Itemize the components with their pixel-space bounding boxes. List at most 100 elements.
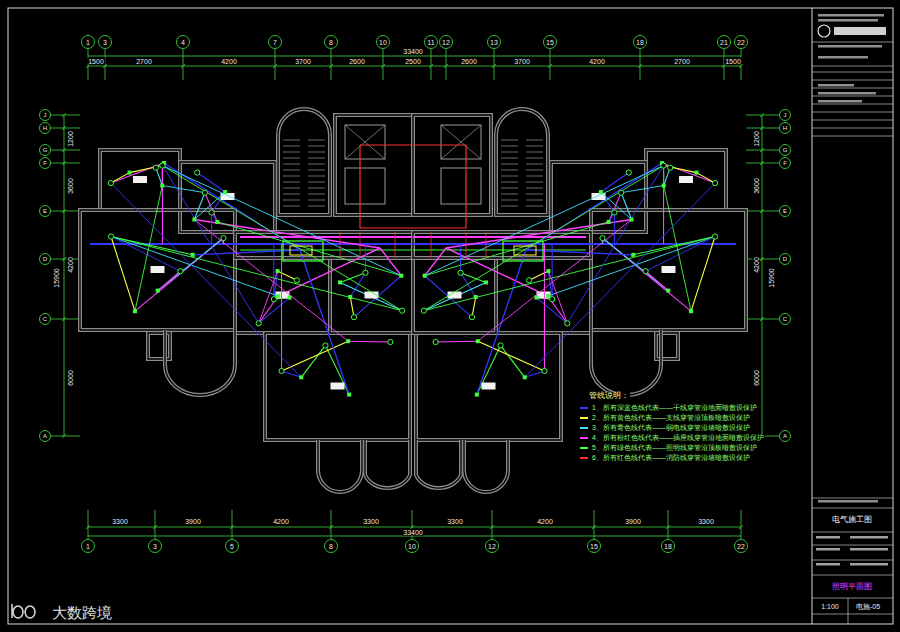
wiring — [90, 145, 413, 397]
axis-bubble — [780, 431, 791, 442]
wire-run — [194, 193, 204, 220]
socket-symbol — [215, 220, 219, 224]
dimension-text: 4200 — [753, 256, 760, 274]
wall-core — [100, 150, 180, 210]
legend-swatch — [580, 437, 588, 439]
dimension-tick — [760, 209, 764, 213]
wire-run — [217, 222, 401, 276]
socket-symbol — [223, 190, 227, 194]
dimension-tick — [181, 64, 185, 68]
axis-number: 18 — [663, 543, 673, 550]
wall-core — [365, 440, 410, 488]
socket-symbol — [191, 253, 195, 257]
grid-line — [550, 49, 551, 80]
overall-dimension: 15900 — [53, 267, 60, 288]
axis-bubble — [634, 36, 647, 49]
wire-run — [240, 249, 413, 250]
axis-number: 1 — [85, 543, 91, 550]
plan-half — [80, 109, 413, 492]
title-block-rule — [848, 598, 849, 624]
socket-symbol — [128, 171, 132, 175]
axis-bubble — [149, 540, 162, 553]
socket-symbol — [346, 339, 350, 343]
title-block-rule — [812, 575, 893, 576]
axis-bubble — [488, 36, 501, 49]
wire-run — [325, 345, 349, 394]
axis-bubble — [780, 254, 791, 265]
wire-run — [301, 345, 325, 377]
grid-line — [51, 150, 80, 151]
dimension-tick — [760, 113, 764, 117]
dimension-text: 4200 — [536, 518, 554, 525]
grid-line — [51, 436, 80, 437]
wire-run — [162, 166, 163, 244]
dimension-tick — [548, 64, 552, 68]
socket-symbol — [347, 393, 351, 397]
title-block-rule — [812, 88, 893, 89]
scale-text: 1:100 — [820, 603, 840, 610]
dimension-tick — [760, 257, 764, 261]
logo-plate — [834, 27, 886, 35]
axis-letter: G — [42, 147, 49, 153]
axis-letter: E — [42, 208, 48, 214]
dimension-text: 6000 — [753, 369, 760, 387]
wire-run — [340, 282, 402, 310]
grid-line — [494, 49, 495, 80]
grid-line — [446, 49, 447, 80]
room-tag — [133, 176, 147, 183]
dimension-tick — [760, 161, 764, 165]
dimension-text: 2600 — [460, 58, 478, 65]
dimension-text: 2500 — [404, 58, 422, 65]
wire-run — [193, 250, 300, 255]
blurred-text-bar — [818, 56, 868, 59]
dimension-text: 3900 — [184, 518, 202, 525]
dimension-line — [88, 56, 741, 57]
title-block-rule — [812, 136, 893, 137]
dimension-tick — [381, 64, 385, 68]
dimension-tick — [62, 209, 66, 213]
grid-line — [741, 49, 742, 80]
dimension-tick — [62, 148, 66, 152]
axis-number: 12 — [441, 39, 451, 46]
distribution-panel-core — [290, 246, 312, 255]
axis-bubble — [662, 540, 675, 553]
dimension-line — [88, 527, 741, 528]
dimension-text: 3600 — [753, 177, 760, 195]
wall — [318, 440, 362, 492]
wall — [335, 115, 413, 215]
axis-number: 21 — [719, 39, 729, 46]
wall — [278, 109, 330, 215]
light-fixture — [195, 170, 200, 175]
axis-bubble — [269, 36, 282, 49]
title-block-rule — [812, 104, 893, 105]
grid-line — [640, 49, 641, 80]
dimension-tick — [666, 525, 670, 529]
grid-line — [331, 510, 332, 539]
wire-run — [162, 166, 402, 311]
legend-text: 4、所有粉红色线代表——插座线穿管沿地面暗敷设保护 — [591, 434, 765, 441]
wire-run — [194, 192, 225, 219]
dimension-text: 4200 — [588, 58, 606, 65]
light-fixture — [351, 315, 356, 320]
grid-axes — [40, 36, 791, 553]
dimension-tick — [739, 525, 743, 529]
dimension-text: 3700 — [294, 58, 312, 65]
wire-run — [360, 145, 413, 228]
wire-run — [365, 244, 366, 273]
axis-bubble — [588, 540, 601, 553]
dimension-tick — [62, 257, 66, 261]
axis-number: 13 — [489, 39, 499, 46]
wire-run — [111, 163, 164, 183]
grid-line — [51, 319, 80, 320]
stair-tread — [308, 176, 325, 177]
wire-run — [281, 244, 282, 371]
wire-run — [111, 237, 135, 312]
grid-line — [431, 49, 432, 80]
blurred-text-bar — [818, 45, 882, 48]
dimension-text: 2700 — [135, 58, 153, 65]
wire-run — [282, 341, 349, 371]
dimension-tick — [62, 113, 66, 117]
grid-line — [51, 163, 80, 164]
axis-bubble — [40, 145, 51, 156]
light-fixture — [256, 321, 261, 326]
